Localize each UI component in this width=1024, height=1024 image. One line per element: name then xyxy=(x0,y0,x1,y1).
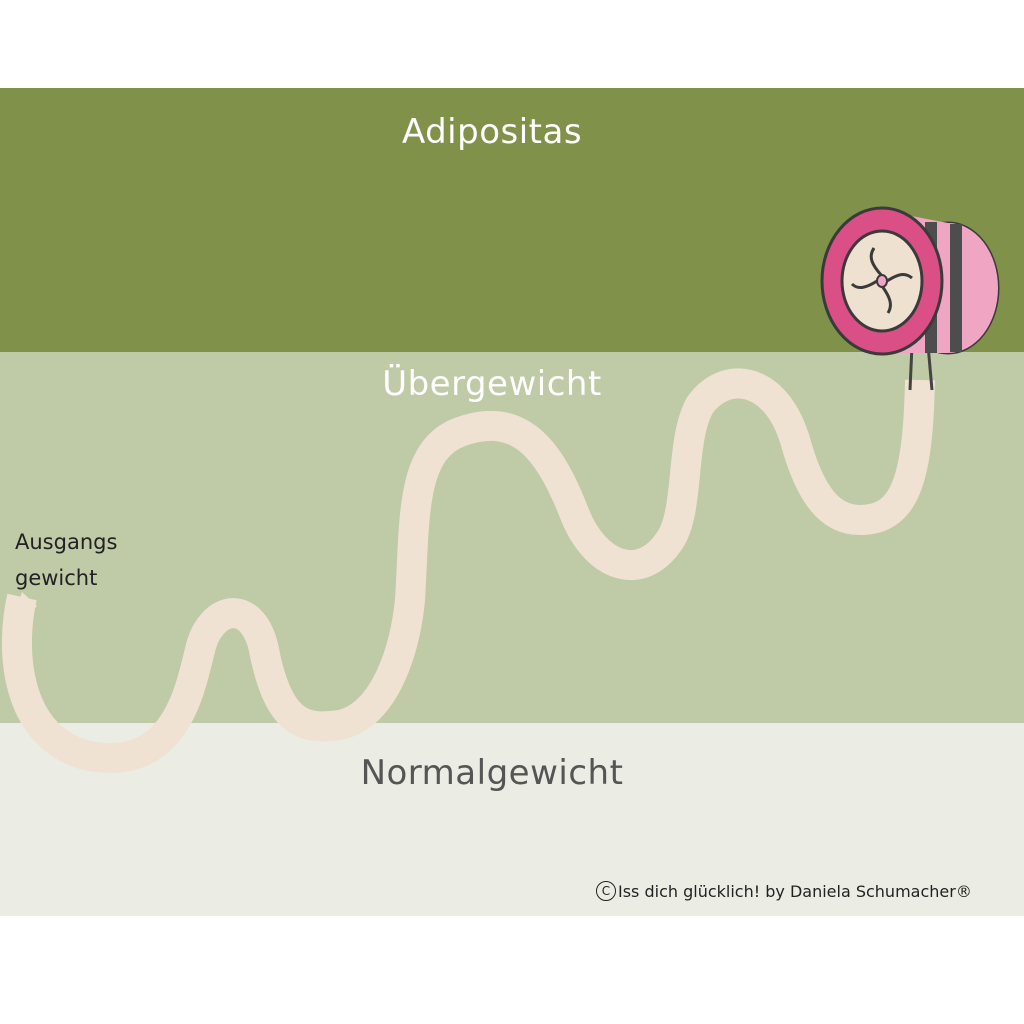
copyright-text: Iss dich glücklich! by Daniela Schumache… xyxy=(618,881,972,901)
path-start-notch xyxy=(6,592,37,638)
copyright-icon: C xyxy=(596,881,616,901)
zone-label-uebergewicht: Übergewicht xyxy=(382,364,602,404)
zone-uebergewicht-band xyxy=(0,352,1024,723)
wheel-hub xyxy=(876,274,888,288)
copyright-notice: C Iss dich glücklich! by Daniela Schumac… xyxy=(596,881,972,901)
start-weight-label-line1: Ausgangs xyxy=(15,530,118,554)
hamster-wheel-icon xyxy=(820,206,1000,391)
zone-label-adipositas: Adipositas xyxy=(401,112,583,152)
zone-label-normalgewicht: Normalgewicht xyxy=(360,753,624,793)
start-weight-label-line2: gewicht xyxy=(15,566,98,590)
wheel-spokes xyxy=(850,247,913,314)
zone-normalgewicht-band xyxy=(0,723,1024,916)
start-weight-label: Ausgangs gewicht xyxy=(15,524,117,596)
weight-path xyxy=(1,368,935,773)
wheel-stripe xyxy=(950,224,962,352)
